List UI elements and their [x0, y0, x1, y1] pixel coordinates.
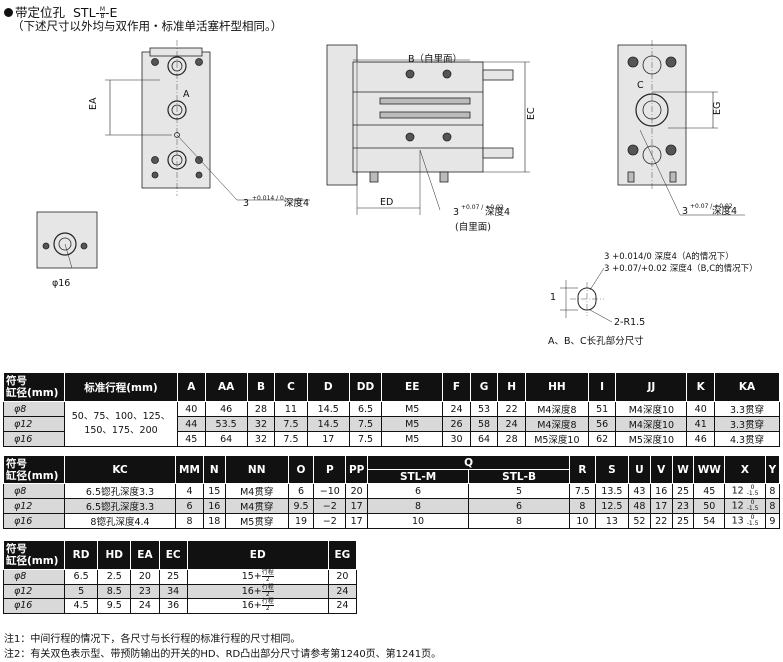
- hole-callout-front: 3: [243, 198, 249, 209]
- title-text: 带定位孔: [15, 5, 66, 20]
- svg-text:3: 3: [682, 206, 688, 217]
- side-view: [326, 44, 530, 215]
- phi16-label: φ16: [52, 278, 70, 289]
- dim-ed: ED: [380, 197, 393, 208]
- corner-header: 符号缸径(mm): [3, 540, 65, 570]
- svg-text:深度4: 深度4: [284, 197, 309, 209]
- section-subtitle: （下述尺寸以外均与双作用・标准单活塞杆型相同。）: [12, 19, 283, 33]
- note-2: 注2：有关双色表示型、带预防输出的开关的HD、RD凸出部分尺寸请参考第1240页…: [4, 649, 442, 660]
- svg-text:深度4: 深度4: [712, 205, 737, 217]
- bullet-icon: [4, 8, 13, 17]
- svg-text:2-R1.5: 2-R1.5: [614, 317, 645, 328]
- svg-text:+0.07 / +0.02: +0.07 / +0.02: [461, 204, 504, 211]
- dim-a: A: [183, 89, 190, 100]
- dim-ec: EC: [526, 107, 537, 120]
- slot-detail: [560, 267, 613, 323]
- dim-c: C: [637, 80, 644, 91]
- dim-eg: EG: [712, 102, 723, 115]
- rear-view: [617, 40, 745, 216]
- svg-text:3 +0.07/+0.02 深度4（B,C的情况下）: 3 +0.07/+0.02 深度4（B,C的情况下）: [604, 263, 758, 274]
- phi16-view: [36, 211, 98, 269]
- dim-b: B（自里面）: [408, 53, 462, 65]
- svg-text:深度4: 深度4: [485, 206, 510, 218]
- dim-ea: EA: [88, 97, 99, 110]
- corner-header: 符号缸径(mm): [3, 455, 65, 484]
- note-1: 注1：中间行程的情况下，各尺寸与长行程的标准行程的尺寸相同。: [4, 634, 301, 645]
- svg-text:(自里面): (自里面): [455, 221, 491, 233]
- svg-text:1: 1: [550, 292, 556, 303]
- svg-text:3 +0.014/0 深度4（A的情况下）: 3 +0.014/0 深度4（A的情况下）: [604, 251, 734, 262]
- svg-text:+0.07 / +0.02: +0.07 / +0.02: [690, 203, 733, 210]
- svg-text:+0.014 / 0: +0.014 / 0: [252, 195, 284, 202]
- svg-text:3: 3: [453, 207, 459, 218]
- svg-text:A、B、C长孔部分尺寸: A、B、C长孔部分尺寸: [548, 335, 644, 347]
- front-view: [105, 40, 310, 201]
- technical-drawing: EA A 3 +0.014 / 0 深度4 B（自里面） EC ED 3 +0.…: [36, 40, 758, 347]
- corner-header: 符号缸径(mm): [3, 372, 65, 402]
